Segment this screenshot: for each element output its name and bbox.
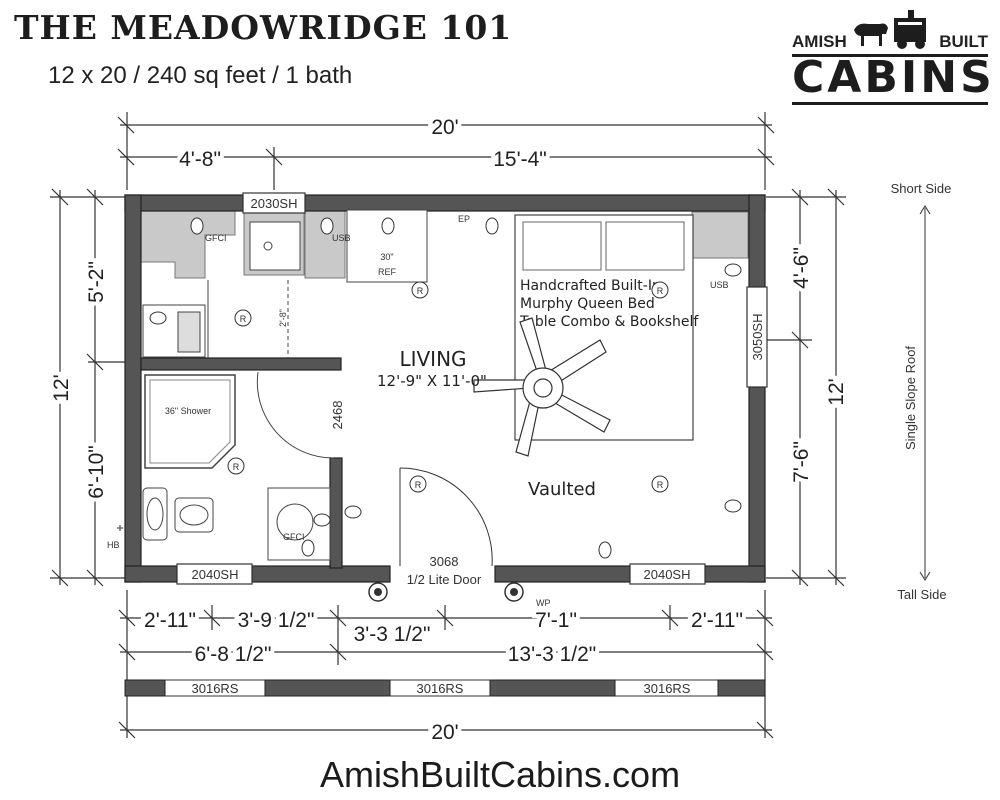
receptacle-icon: R [234,309,252,327]
window-right-label: 3050SH [750,314,765,361]
svg-text:R: R [233,462,240,472]
usb-kitchen: USB [332,233,351,243]
roof-label: Single Slope Roof [903,346,918,450]
receptacle-icon: R [227,457,245,475]
exterior-lights [368,582,524,602]
window-bottom-right-label: 2040SH [644,567,691,582]
dim-top-right: 15'-4" [493,148,547,171]
hose-bib-icon [117,525,123,531]
dim-right-total: 12' [825,378,848,405]
roof-tall-side: Tall Side [897,587,946,602]
dim-bottom-1: 2'-11" [144,609,196,632]
dim-left-lower: 6'-10" [85,445,108,499]
exterior-walls [124,194,766,583]
ref-label: REF [378,267,397,277]
receptacle-icon: R [651,281,669,299]
entry-door-swing [399,467,493,567]
roof-arrowheads [919,205,931,581]
horse-wagon-icon [854,10,926,49]
outlets [149,217,742,559]
toilet [174,497,214,533]
svg-text:R: R [417,286,424,296]
dim-bottom-row2-right: 13'-3 1/2" [508,643,597,666]
logo-word-right: BUILT [939,32,988,51]
rear-window-1: 3016RS [192,681,239,696]
receptacle-icon: R [651,475,669,493]
plan-title: THE MEADOWRIDGE 101 [14,8,513,47]
ceiling-fan-icon [473,317,611,457]
dim-bottom-2: 3'-9 1/2" [238,609,315,632]
roof-short-side: Short Side [891,181,952,196]
room-vaulted: Vaulted [528,479,596,500]
dim-left-total: 12' [50,374,73,401]
logo-top-text: AMISH BUILT [792,32,988,52]
light-icon [368,582,388,602]
dim-left-upper: 5'-2" [85,261,108,303]
svg-text:R: R [657,286,664,296]
svg-text:R: R [657,480,664,490]
dim-right-lower: 7'-6" [790,441,813,483]
gfci-kitchen: GFCI [205,233,227,243]
website-footer: AmishBuiltCabins.com [319,754,681,795]
bed-note-2: Murphy Queen Bed [520,296,655,312]
svg-text:R: R [240,314,247,324]
receptacle-icon: R [411,281,429,299]
receptacle-icon: R [409,475,427,493]
usb-bed: USB [710,280,729,290]
window-top-label: 2030SH [251,196,298,211]
rear-wall-strip [124,679,766,697]
hall-dim: 2'-8" [278,309,288,327]
windows [176,192,768,585]
hb-label: HB [107,540,120,550]
gfci-bath: GFCI [283,532,305,542]
dim-bottom-total: 20' [431,721,458,744]
svg-text:R: R [415,480,422,490]
dim-bottom-3: 3'-3 1/2" [354,623,431,646]
vanity [142,487,168,541]
room-living-size: 12'-9" X 11'-0" [377,372,487,390]
bed-note-3: Table Combo & Bookshelf [519,314,699,330]
kitchen-sink [249,221,301,271]
ep-label: EP [458,214,470,224]
logo-rule [792,54,988,57]
room-living: LIVING [399,347,466,371]
logo-main-word: CABINS [792,52,995,103]
logo-rule-bottom [792,102,988,105]
bed-note-1: Handcrafted Built-In [520,278,661,294]
rear-window-2: 3016RS [417,681,464,696]
shower [144,374,236,469]
receptacles: R R R R R R [227,281,669,493]
bath-door-label: 2468 [330,401,345,430]
rear-window-3: 3016RS [644,681,691,696]
logo-word-left: AMISH [792,32,847,51]
dim-top-total: 20' [431,116,458,139]
dim-bottom-row2-left: 6'-8 1/2" [195,643,272,666]
company-logo: AMISH BUILT CABINS [792,10,995,106]
dimension-lines [50,112,846,739]
entry-door-label: 1/2 Lite Door [407,572,482,587]
dim-bottom-4: 7'-1" [535,609,577,632]
bath-door-swing [256,371,335,459]
dim-bottom-5: 2'-11" [691,609,743,632]
entry-door-code: 3068 [430,554,459,569]
ref-size: 30" [380,252,393,262]
shower-label: 36" Shower [165,406,211,416]
dim-top-left: 4'-8" [179,148,221,171]
wp-label: WP [536,598,551,608]
plan-subtitle: 12 x 20 / 240 sq feet / 1 bath [48,62,353,89]
dim-right-upper: 4'-6" [790,247,813,289]
light-icon [504,582,524,602]
window-bottom-left-label: 2040SH [192,567,239,582]
